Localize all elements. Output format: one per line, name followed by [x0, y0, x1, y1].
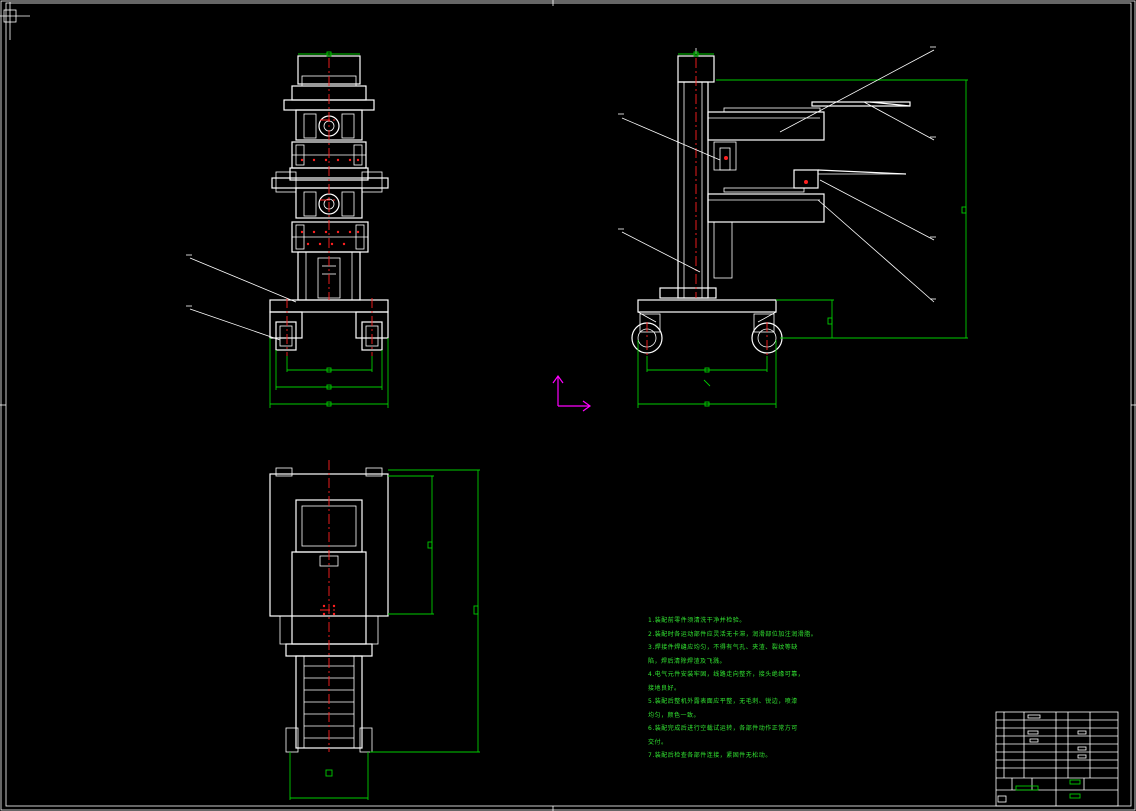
front-view — [186, 51, 389, 408]
side-view — [618, 46, 968, 408]
note-line-3: 3.焊接件焊缝应均匀，不得有气孔、夹渣、裂纹等缺 — [648, 644, 798, 651]
note-line-1: 1.装配前零件须清洗干净并检验。 — [648, 617, 746, 624]
technical-requirements-notes: 1.装配前零件须清洗干净并检验。 2.装配时各运动部件应灵活无卡滞，润滑部位加注… — [648, 614, 858, 763]
note-line-8: 均匀，颜色一致。 — [648, 711, 701, 719]
note-line-9: 6.装配完成后进行空载试运转，各部件动作正常方可 — [648, 725, 798, 732]
note-line-5: 4.电气元件安装牢固，线路走向整齐，接头绝缘可靠， — [648, 671, 805, 678]
title-block — [995, 711, 1119, 807]
note-line-2: 2.装配时各运动部件应灵活无卡滞，润滑部位加注润滑脂。 — [648, 630, 818, 638]
note-line-4: 陷，焊后清除焊渣及飞溅。 — [648, 657, 727, 665]
top-view — [269, 460, 480, 800]
red-hole-markers — [300, 158, 360, 246]
ucs-axis-icon — [552, 374, 592, 412]
note-line-11: 7.装配后检查各部件连接，紧固件无松动。 — [648, 752, 772, 759]
note-line-7: 5.装配后整机外露表面应平整，无毛刺、锐边，喷漆 — [648, 698, 798, 705]
note-line-6: 接地良好。 — [648, 684, 681, 692]
note-line-10: 交付。 — [648, 738, 668, 746]
cursor-crosshair-icon[interactable] — [0, 2, 30, 40]
